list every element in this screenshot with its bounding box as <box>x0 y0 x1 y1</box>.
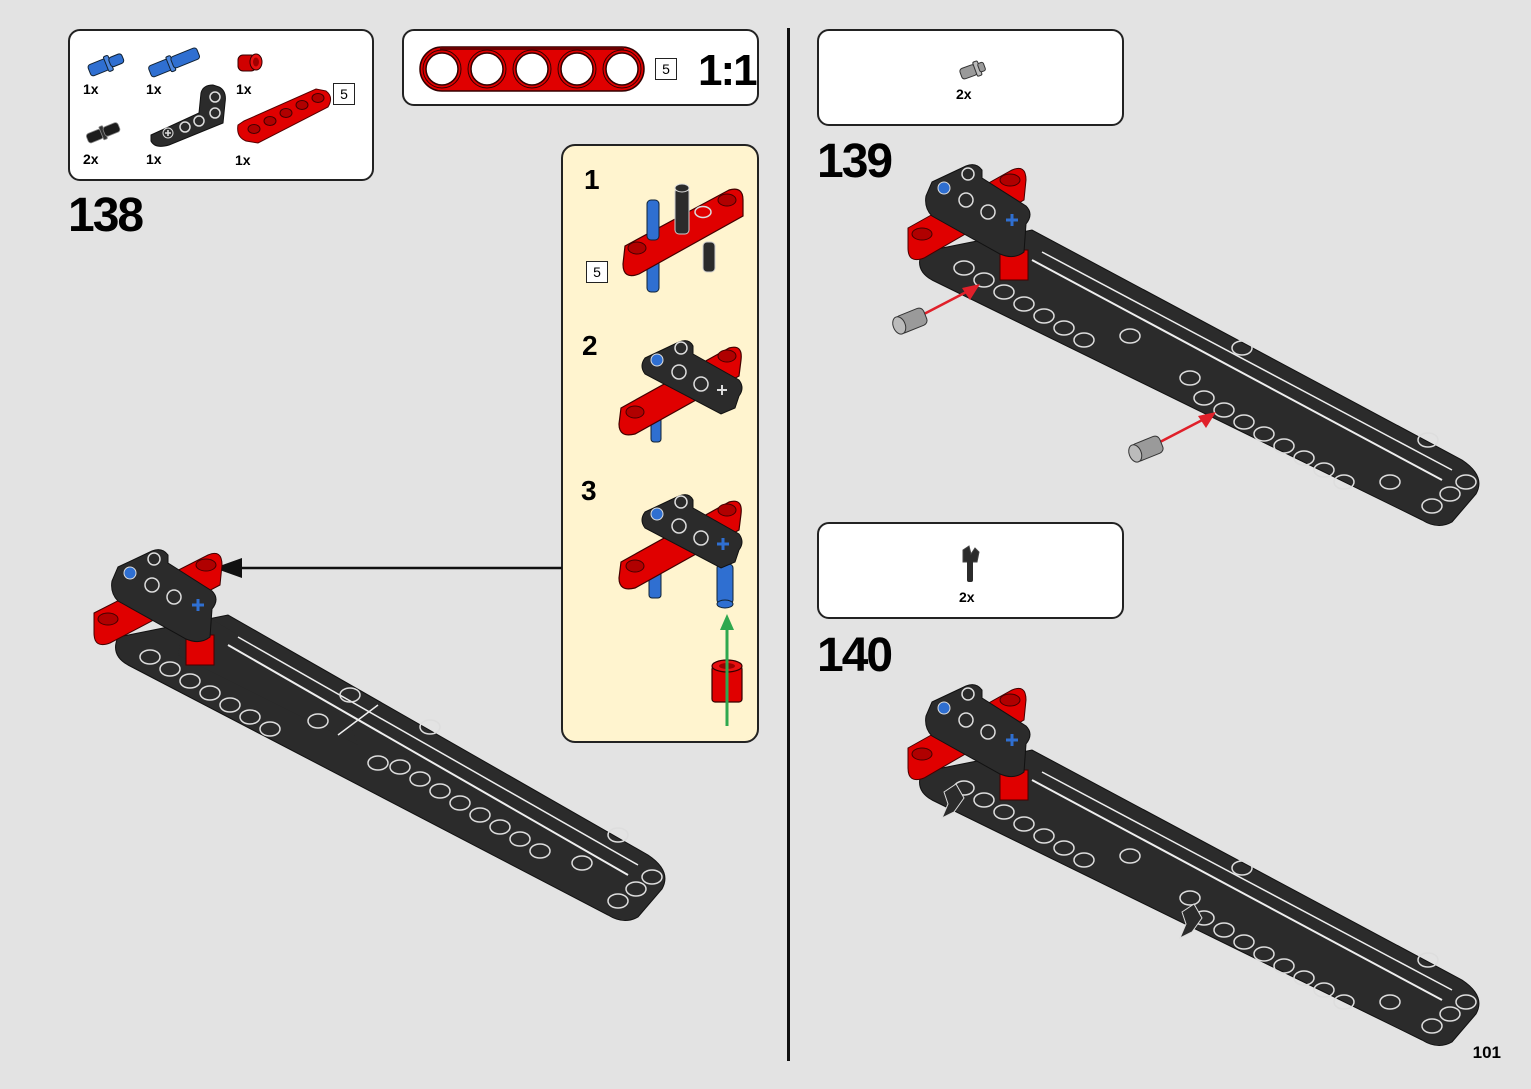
page-number: 101 <box>1472 1043 1501 1062</box>
sub-step-number: 1 <box>584 164 600 195</box>
parts-qty: 2x <box>83 151 99 167</box>
red-beam-5-icon <box>237 88 332 144</box>
black-pin-icon <box>86 122 121 144</box>
cable-clip <box>941 783 965 820</box>
parts-list-139: 2x <box>817 29 1124 126</box>
parts-qty: 1x <box>236 81 252 97</box>
step-number: 140 <box>817 629 893 682</box>
cable-clip <box>1179 903 1203 940</box>
length-badge: 5 <box>333 83 355 105</box>
step-number: 138 <box>68 189 144 242</box>
beam-holes <box>953 260 1477 514</box>
scale-label: 1:1 <box>698 46 758 95</box>
parts-qty: 1x <box>83 81 99 97</box>
black-l-beam-icon <box>150 84 226 147</box>
parts-qty: 2x <box>956 86 972 102</box>
sub-step-number: 2 <box>582 330 598 361</box>
parts-qty: 1x <box>235 152 251 168</box>
sub-step-2-illustration <box>618 340 743 443</box>
blue-pin-icon <box>87 53 125 77</box>
sub-assembly-panel: 1 5 2 3 <box>561 144 759 743</box>
gray-pin-icon <box>959 60 986 80</box>
parts-qty: 2x <box>959 589 975 605</box>
main-assembly-139 <box>907 164 1480 526</box>
gray-pin-insert-1 <box>892 284 980 335</box>
length-badge: 5 <box>655 58 677 80</box>
parts-list-140: 2x <box>817 522 1124 619</box>
main-assembly-138 <box>93 549 666 921</box>
red-beam-5-scale-icon <box>419 46 645 92</box>
sub-step-number: 3 <box>581 475 597 506</box>
length-badge: 5 <box>586 261 608 283</box>
gray-pin-insert-2 <box>1128 412 1216 463</box>
parts-qty: 1x <box>146 151 162 167</box>
page-divider <box>787 28 790 1061</box>
red-bush-icon <box>237 53 263 72</box>
step-number: 139 <box>817 135 893 188</box>
blue-axle-pin-icon <box>148 47 201 78</box>
attach-arrow <box>214 558 562 578</box>
beam-holes <box>139 649 663 909</box>
sub-step-3-illustration <box>618 494 743 609</box>
parts-qty: 1x <box>146 81 162 97</box>
cable-clip-icon <box>962 545 980 582</box>
sub-step-1-illustration <box>622 183 744 293</box>
main-assembly-140 <box>907 684 1480 1046</box>
parts-list-138: 1x 1x 1x 2x 1x <box>68 29 374 181</box>
scale-callout: 5 1:1 <box>402 29 759 106</box>
red-bush-illustration <box>711 658 743 708</box>
